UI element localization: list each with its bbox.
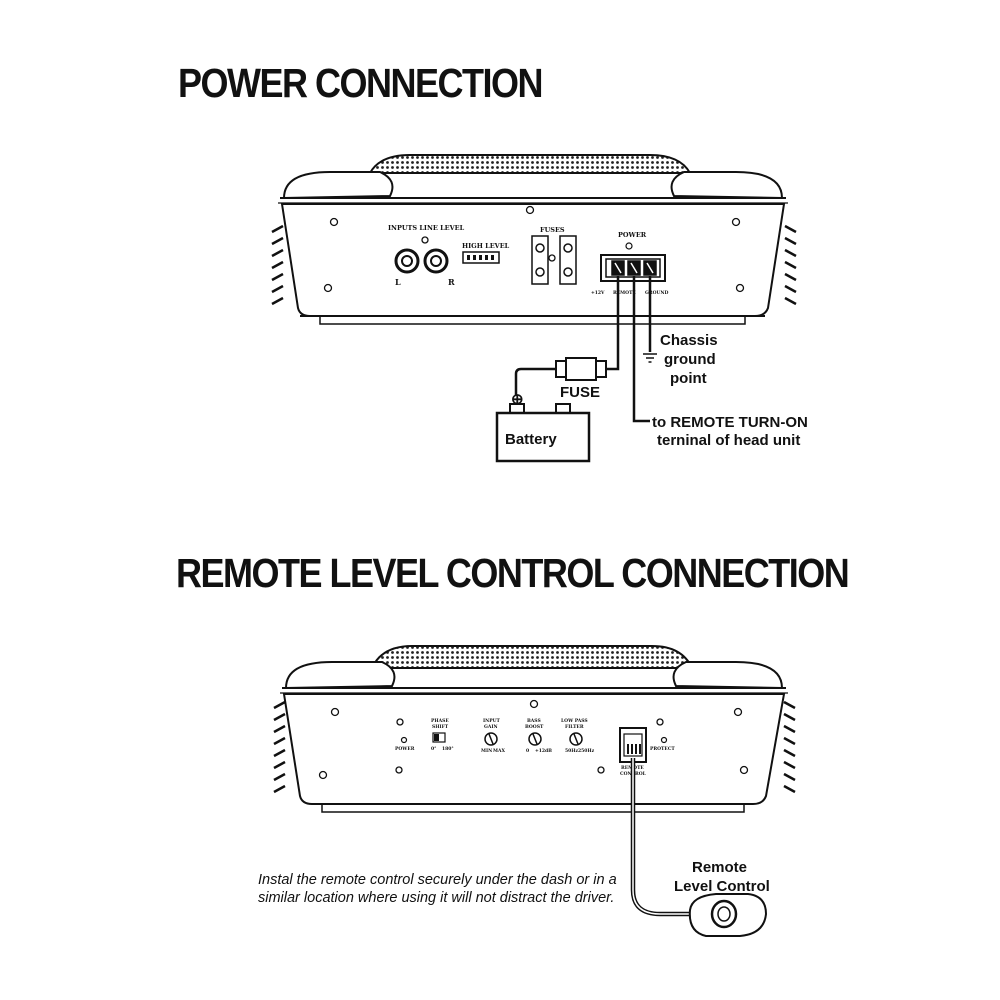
amplifier-top — [271, 154, 797, 325]
install-note: Instal the remote control securely under… — [258, 872, 617, 906]
heatsink-fins-right-2 — [783, 700, 796, 794]
remote-level-label-line2: Level Control — [674, 878, 770, 895]
fuse-holder-1 — [531, 235, 549, 285]
terminal-ground — [643, 260, 657, 276]
power-led — [400, 736, 408, 744]
input-gain-knob[interactable] — [484, 732, 498, 746]
inputs-line-level-label: INPUTS LINE LEVEL — [388, 224, 465, 232]
bass-boost-label-1: BASS — [527, 718, 541, 724]
remote-level-control-device[interactable] — [688, 893, 768, 937]
bass-boost-knob[interactable] — [528, 732, 542, 746]
protect-led-label: PROTECT — [650, 746, 675, 752]
heatsink-fins-left-2 — [273, 700, 286, 794]
power-connection-title: POWER CONNECTION — [178, 60, 544, 106]
phase-shift-label-2: SHIFT — [432, 724, 449, 730]
heatsink-fins-right — [784, 224, 797, 306]
amplifier-bottom — [273, 645, 796, 813]
boost-scale-max: +12dB — [535, 748, 552, 754]
power-label: POWER — [618, 231, 647, 239]
phase-shift-label-1: PHASE — [431, 718, 449, 724]
low-pass-label-2: FILTER — [565, 724, 584, 730]
fuses-label: FUSES — [540, 226, 565, 234]
high-level-label: HIGH LEVEL — [462, 242, 510, 250]
filter-scale-min: 50Hz — [565, 748, 579, 754]
panel-screws-2 — [318, 699, 749, 780]
low-pass-label-1: LOW PASS — [561, 718, 588, 724]
fuse-holder-2 — [559, 235, 577, 285]
gain-scale-max: MAX — [493, 748, 505, 754]
right-endcap — [670, 171, 784, 200]
rca-input-left — [394, 248, 420, 274]
left-endcap-2 — [284, 661, 396, 690]
remote-level-control-title: REMOTE LEVEL CONTROL CONNECTION — [176, 550, 850, 596]
panel-screws — [323, 205, 745, 293]
remote-control-jack[interactable] — [619, 727, 647, 763]
phase-shift-switch[interactable] — [432, 732, 446, 743]
power-led-label: POWER — [395, 746, 415, 752]
chassis-label-line3: point — [670, 370, 707, 387]
chassis-label-line2: ground — [664, 351, 716, 368]
front-panel-2 — [282, 693, 786, 805]
remote-turn-on-line2: terninal of head unit — [657, 432, 800, 449]
input-gain-label-1: INPUT — [483, 718, 501, 724]
wire-remote — [632, 276, 650, 423]
top-grille-2 — [370, 645, 694, 669]
inline-fuse — [555, 357, 607, 381]
power-wiring — [514, 276, 652, 423]
battery-label: Battery — [505, 431, 557, 448]
input-gain-label-2: GAIN — [484, 724, 498, 730]
high-level-connector — [462, 251, 500, 264]
remote-turn-on-line1: to REMOTE TURN-ON — [652, 414, 808, 431]
chassis-label-line1: Chassis — [660, 332, 718, 349]
battery — [495, 403, 591, 463]
terminal-label-remote: REMOTE — [613, 290, 636, 296]
phase-scale-min: 0° — [431, 746, 436, 752]
phase-scale-max: 180° — [442, 746, 454, 752]
rca-input-right — [423, 248, 449, 274]
terminal-12v — [611, 260, 625, 276]
low-pass-filter-knob[interactable] — [569, 732, 583, 746]
gain-scale-min: MIN — [481, 748, 492, 754]
terminal-label-ground: GROUND — [645, 290, 669, 296]
terminal-label-12v: +12V — [591, 290, 605, 296]
input-left-label: L — [395, 277, 401, 287]
bass-boost-label-2: BOOST — [525, 724, 544, 730]
left-endcap — [282, 171, 394, 200]
power-terminal-block — [600, 254, 666, 282]
filter-scale-max: 250Hz — [578, 748, 595, 754]
remote-level-label-line1: Remote — [692, 859, 747, 876]
input-right-label: R — [448, 277, 455, 287]
right-endcap-2 — [672, 661, 784, 690]
fuse-label: FUSE — [560, 384, 600, 401]
wire-12v — [606, 276, 620, 371]
boost-scale-min: 0 — [526, 748, 529, 754]
protect-led — [660, 736, 668, 744]
terminal-remote — [627, 260, 641, 276]
top-grille — [368, 154, 692, 174]
heatsink-fins-left — [271, 224, 284, 306]
ground-symbol — [643, 353, 657, 363]
